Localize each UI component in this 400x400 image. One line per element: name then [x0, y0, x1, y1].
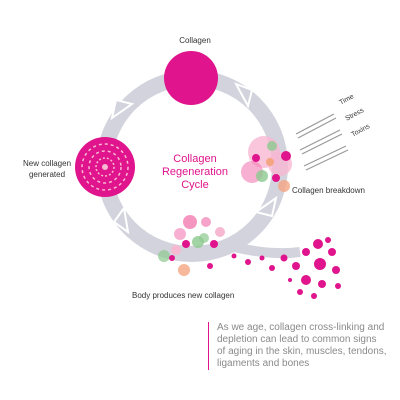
stressor-lines [295, 113, 349, 171]
new-collagen-ball [75, 137, 135, 197]
caption-line3: of aging in the skin, muscles, tendons, [217, 346, 387, 357]
collagen-breakdown-label: Collagen breakdown [292, 186, 365, 195]
cycle-title-line2: Regeneration [161, 166, 229, 178]
cycle-title-line3: Cycle [181, 179, 209, 191]
breakdown-cluster [241, 136, 292, 192]
caption-line1: As we age, collagen cross-linking and [217, 322, 385, 333]
caption-line4: ligaments and bones [217, 358, 310, 369]
ring-arrow-top-right [233, 82, 254, 109]
collagen-label: Collagen [179, 36, 211, 45]
ring-arrow-bottom-right [253, 195, 278, 218]
new-collagen-label-line2: generated [28, 170, 66, 179]
caption-line2: depletion can lead to common signs [217, 334, 377, 345]
cycle-title: Collagen Regeneration Cycle [150, 153, 240, 192]
aging-caption: As we age, collagen cross-linking and de… [208, 322, 399, 370]
collagen-ball [164, 51, 218, 105]
ring-tail [228, 241, 301, 259]
cycle-title-line1: Collagen [173, 153, 217, 165]
new-collagen-label-line1: New collagen [22, 159, 72, 168]
trailing-dots [231, 237, 341, 299]
ring-arrow-bottom-left [112, 205, 130, 235]
body-produces-label: Body produces new collagen [132, 291, 235, 300]
new-collagen-label: New collagen generated [12, 158, 82, 180]
production-cluster [158, 215, 225, 276]
ring-arrow-top-left [110, 98, 135, 121]
